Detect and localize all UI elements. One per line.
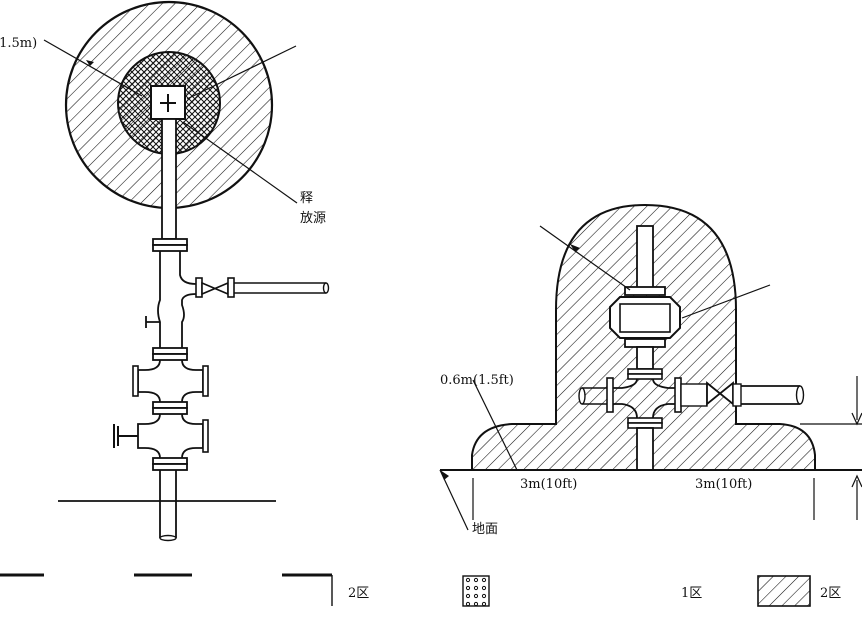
left-vent-label-1: 释 <box>300 191 313 206</box>
right-leader-ground <box>439 469 469 531</box>
right-branch-flange-2 <box>732 383 742 407</box>
right-dim-right-label: 3m(10ft) <box>695 477 752 492</box>
legend-zone2-label: 2区 <box>820 586 841 601</box>
left-pipe-body <box>157 251 197 348</box>
left-cross-1-flange-right <box>202 365 209 397</box>
left-diagram: (1.5m) 释 放源 <box>0 0 330 542</box>
left-cross-2-flange-right <box>202 419 209 453</box>
right-vertical-pipe-top <box>636 225 654 289</box>
right-leader-outer <box>472 379 518 471</box>
left-cross-2 <box>137 413 204 459</box>
right-left-stub-end <box>578 387 586 405</box>
left-bottom-pipe <box>159 470 177 538</box>
right-outer-label: 0.6m(1.5ft) <box>440 373 514 388</box>
right-pipe-bottom <box>636 427 654 471</box>
left-side-stem <box>145 316 160 328</box>
legend: 2区 1区 2区 <box>0 573 841 607</box>
left-cross-1-flange-left <box>132 365 139 397</box>
left-branch-pipe <box>234 282 326 294</box>
right-cross <box>610 378 680 419</box>
left-cross-1 <box>137 359 204 403</box>
right-branch-pipe <box>741 385 800 405</box>
right-leader-top-left <box>539 225 631 291</box>
left-flange-6 <box>152 407 188 415</box>
legend-zone2-swatch <box>757 575 811 607</box>
right-leader-ground-arrow <box>440 470 449 480</box>
left-cross-2-handwheel <box>113 424 138 448</box>
left-bottom-pipe-end <box>159 534 177 542</box>
legend-zone1-label: 1区 <box>681 586 702 601</box>
right-pipe-flange-mid <box>624 338 666 348</box>
left-vent-cross <box>160 94 176 112</box>
left-flange-8 <box>152 463 188 471</box>
right-dim-left-label: 3m(10ft) <box>520 477 577 492</box>
left-vent-label-2: 放源 <box>300 211 326 226</box>
right-pipe-flange-top <box>624 286 666 296</box>
ground-label: 地面 <box>472 522 498 537</box>
left-leader-vent <box>182 121 298 204</box>
right-leader-arrow-1 <box>570 244 580 252</box>
legend-left-box-1 <box>0 574 44 606</box>
right-left-stub <box>582 387 607 405</box>
right-branch-pipe-end <box>795 385 805 405</box>
right-valve-inner <box>619 303 671 333</box>
right-height-dim <box>800 376 862 520</box>
left-branch-pipe-end <box>322 282 330 294</box>
right-branch-valve <box>706 381 734 406</box>
right-pipe-mid <box>636 346 654 370</box>
right-diagram: 0.6m(1.5ft) 3m(10ft) 3m(10ft) 地面 <box>439 203 862 537</box>
right-branch-flange-1 <box>680 383 708 407</box>
left-leader-inner <box>186 45 297 100</box>
right-leader-top-right <box>681 284 771 319</box>
left-flange-2 <box>152 244 188 252</box>
right-cross-flange-right <box>674 377 682 413</box>
left-branch-flange-1 <box>195 277 203 298</box>
right-cross-flange-left <box>606 377 614 413</box>
legend-zone1-swatch <box>462 575 490 607</box>
left-branch-valve <box>201 281 229 296</box>
left-branch-flange-2 <box>227 277 235 298</box>
legend-left-zone-label: 2区 <box>348 586 369 601</box>
left-leader-arrow <box>86 60 94 66</box>
left-leader-outer <box>43 39 143 97</box>
left-vertical-pipe-top <box>161 118 177 240</box>
left-flange-4 <box>152 353 188 361</box>
right-flange-b <box>627 373 663 380</box>
left-outer-label: (1.5m) <box>0 36 37 51</box>
